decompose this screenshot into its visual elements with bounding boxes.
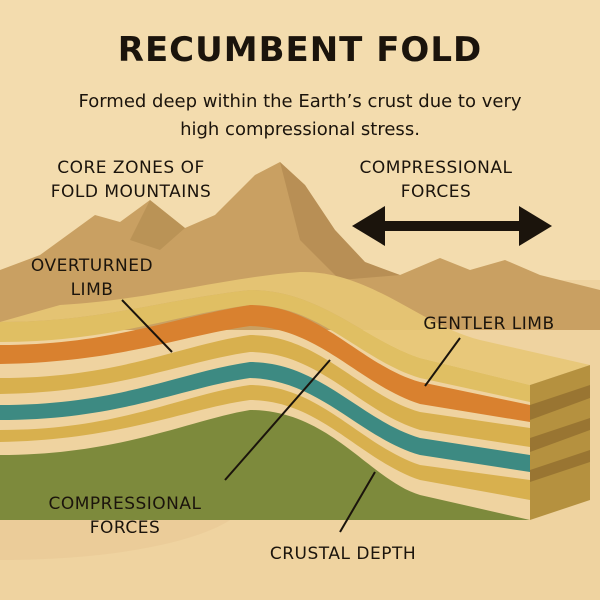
page-title: RECUMBENT FOLD [117,30,483,70]
subtitle-line-1: Formed deep within the Earth’s crust due… [78,91,522,112]
layer-yellow-top [0,290,530,402]
mountain-shadow-left [130,200,185,250]
label-core-zones: CORE ZONES OF FOLD MOUNTAINS [36,156,226,204]
page-subtitle: Formed deep within the Earth’s crust due… [60,88,540,144]
lower-fold-shadow [0,520,230,560]
block-top-surface [0,271,590,385]
label-crustal-depth: CRUSTAL DEPTH [269,544,417,564]
label-compressional-forces-top: COMPRESSIONAL FORCES [318,156,554,204]
mountain-range [0,162,600,330]
label-compressional-bottom-line-1: COMPRESSIONAL [48,494,202,514]
label-compressional-top-line-2: FORCES [400,182,472,202]
layer-orange [0,305,530,422]
label-compressional-top-line-1: COMPRESSIONAL [359,158,513,178]
leader-overturned [121,299,173,353]
layer-yellow-lower [0,385,530,500]
label-core-zones-line-2: FOLD MOUNTAINS [50,182,212,202]
double-arrow-icon [352,206,552,246]
leader-gentler [424,337,461,387]
leader-compressional-bottom [224,359,331,481]
layer-teal [0,362,530,472]
label-core-zones-line-1: CORE ZONES OF [57,158,205,178]
label-overturned-line-1: OVERTURNED [30,256,154,276]
label-gentler-limb: GENTLER LIMB [423,314,555,334]
leader-crustal-depth [339,471,376,533]
block-side-bands [530,385,590,482]
label-overturned-limb: OVERTURNED LIMB [22,254,162,302]
leader-lines [121,299,461,533]
layer-olive-bottom [0,410,530,520]
label-compressional-bottom-line-2: FORCES [89,518,161,538]
subtitle-line-2: high compressional stress. [180,119,420,140]
layer-yellow-middle [0,335,530,447]
label-overturned-line-2: LIMB [70,280,114,300]
mountain-shadow [280,162,400,280]
label-compressional-forces-bottom: COMPRESSIONAL FORCES [20,492,230,540]
